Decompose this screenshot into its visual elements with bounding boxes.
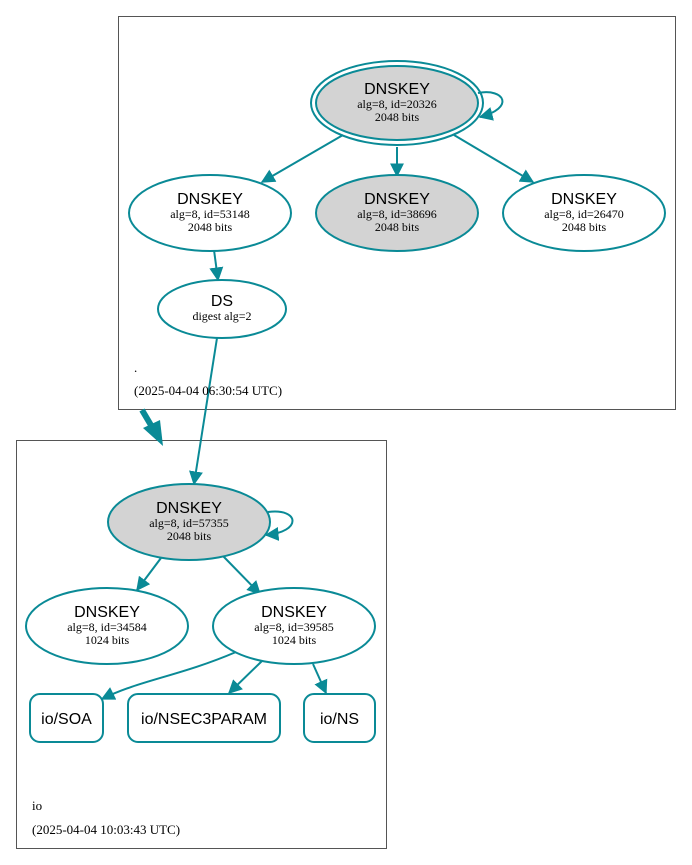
node-title: DS: [211, 293, 233, 310]
node-alg-id: alg=8, id=57355: [149, 516, 229, 530]
node-alg-id: alg=8, id=39585: [254, 620, 334, 634]
node-title: DNSKEY: [261, 604, 327, 621]
node-title: io/NS: [320, 711, 359, 728]
node-bits: 2048 bits: [562, 220, 607, 234]
edge-zsk1-ds: [209, 249, 224, 282]
node-bits: 2048 bits: [167, 529, 212, 543]
node-title: DNSKEY: [156, 500, 222, 517]
edge-io-zsk2-nsec3param: [227, 660, 263, 694]
node-alg-id: alg=8, id=34584: [67, 620, 147, 634]
io-zsk1-node[interactable]: DNSKEY alg=8, id=34584 1024 bits: [25, 587, 189, 665]
root-zsk3-node[interactable]: DNSKEY alg=8, id=26470 2048 bits: [502, 174, 666, 252]
root-ksk-node[interactable]: DNSKEY alg=8, id=20326 2048 bits: [310, 60, 484, 146]
edge-root-ksk-zsk1: [260, 134, 344, 183]
node-bits: 2048 bits: [375, 220, 420, 234]
root-zsk1-node[interactable]: DNSKEY alg=8, id=53148 2048 bits: [128, 174, 292, 252]
node-bits: 1024 bits: [272, 633, 317, 647]
delegation-edge: [139, 408, 163, 446]
edge-root-ksk-zsk3: [453, 134, 535, 183]
edge-io-zsk2-ns: [312, 663, 328, 695]
node-title: DNSKEY: [551, 191, 617, 208]
node-title: io/SOA: [41, 711, 92, 728]
node-title: DNSKEY: [364, 191, 430, 208]
root-zsk2-node[interactable]: DNSKEY alg=8, id=38696 2048 bits: [315, 174, 479, 252]
node-title: DNSKEY: [177, 191, 243, 208]
io-zsk2-node[interactable]: DNSKEY alg=8, id=39585 1024 bits: [212, 587, 376, 665]
io-zone-timestamp: (2025-04-04 10:03:43 UTC): [32, 822, 180, 837]
node-bits: 2048 bits: [375, 110, 420, 124]
root-zone-timestamp: (2025-04-04 06:30:54 UTC): [134, 383, 282, 398]
node-digest: digest alg=2: [192, 309, 251, 323]
node-title: io/NSEC3PARAM: [141, 711, 267, 728]
ds-node[interactable]: DS digest alg=2: [157, 279, 287, 339]
node-bits: 2048 bits: [188, 220, 233, 234]
io-zone-name: io: [32, 798, 42, 813]
node-alg-id: alg=8, id=53148: [170, 207, 250, 221]
node-alg-id: alg=8, id=38696: [357, 207, 437, 221]
node-title: DNSKEY: [74, 604, 140, 621]
root-zone-name: .: [134, 360, 137, 375]
node-title: DNSKEY: [364, 81, 430, 98]
edge-io-zsk2-soa: [100, 651, 237, 700]
node-alg-id: alg=8, id=26470: [544, 207, 624, 221]
edge-io-ksk-self: [264, 510, 294, 541]
edge-io-ksk-zsk1: [136, 557, 162, 592]
edge-ds-io-ksk: [189, 337, 218, 486]
io-ns-node[interactable]: io/NS: [303, 693, 376, 743]
node-alg-id: alg=8, id=20326: [357, 97, 437, 111]
io-nsec3param-node[interactable]: io/NSEC3PARAM: [127, 693, 281, 743]
io-ksk-node[interactable]: DNSKEY alg=8, id=57355 2048 bits: [107, 483, 271, 561]
node-bits: 1024 bits: [85, 633, 130, 647]
io-soa-node[interactable]: io/SOA: [29, 693, 104, 743]
edge-io-ksk-zsk2: [222, 555, 261, 596]
root-zone-box: [118, 16, 676, 410]
edges: [100, 91, 535, 700]
edge-root-ksk-self: [477, 91, 504, 121]
